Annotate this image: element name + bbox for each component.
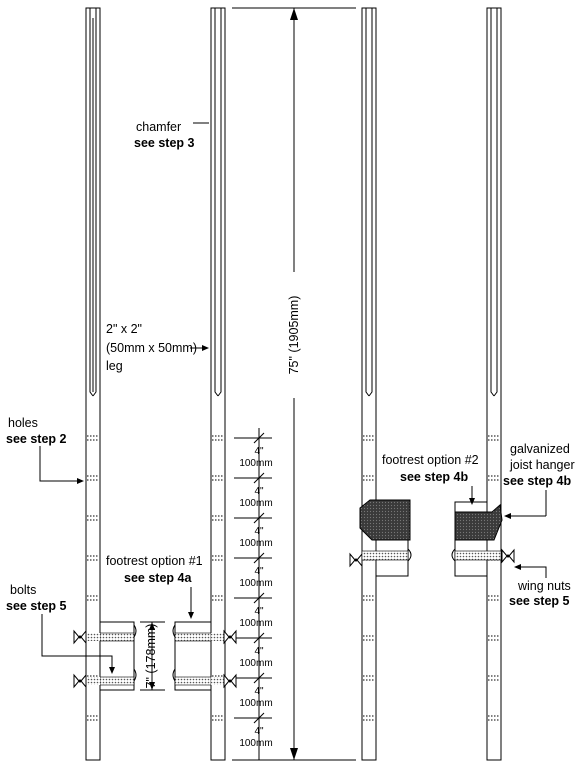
bolts-label: bolts [10,583,36,597]
spacing-metric-label: 100mm [239,538,272,549]
footrest-1-step-label: see step 4a [124,571,192,585]
spacing-metric-label: 100mm [239,658,272,669]
wing-nut-icon [501,548,515,564]
spacing-tick-slash [253,592,265,604]
chamfer-label: chamfer [136,120,181,134]
leg-1 [85,7,101,761]
leg-metric-label: (50mm x 50mm) [106,341,197,355]
holes-label: holes [8,416,38,430]
wing-nut-icon [223,629,237,645]
wing-nuts-label: wing nuts [517,579,571,593]
wing-nut-icons [73,548,515,689]
callout-leaders [39,122,547,674]
spacing-metric-label: 100mm [239,698,272,709]
hanger-label-line-2: joist hanger [509,458,575,472]
spacing-metric-label: 100mm [239,578,272,589]
spacing-tick-slash [253,672,265,684]
spacing-imperial-label: 4" [254,566,264,577]
wing-nut-icon [73,673,87,689]
spacing-tick-slash [253,472,265,484]
spacing-tick-slash [253,632,265,644]
hole-spacing-dimensions: 4"100mm4"100mm4"100mm4"100mm4"100mm4"100… [234,428,273,760]
spacing-imperial-label: 4" [254,446,264,457]
spacing-metric-label: 100mm [239,738,272,749]
footrest-height-label: 7" (178mm) [144,624,158,689]
wing-nuts-step-label: see step 5 [509,594,570,608]
spacing-imperial-label: 4" [254,526,264,537]
spacing-imperial-label: 4" [254,726,264,737]
leg-size-label: 2" x 2" [106,322,142,336]
hanger-step-label: see step 4b [503,474,571,488]
leg-2 [210,7,226,761]
wing-nut-icon [73,629,87,645]
footrest-1-label: footrest option #1 [106,554,203,568]
spacing-tick-slash [253,512,265,524]
spacing-tick-slash [253,552,265,564]
footrest-option-2 [359,499,503,577]
total-length-label: 75" (1905mm) [287,296,301,375]
spacing-imperial-label: 4" [254,646,264,657]
hanger-label-line-1: galvanized [510,442,570,456]
chamfer-step-label: see step 3 [134,136,195,150]
leg-word-label: leg [106,359,123,373]
spacing-imperial-label: 4" [254,686,264,697]
leg-4 [486,7,502,761]
wing-nut-icon [349,552,363,568]
spacing-tick-slash [253,712,265,724]
total-length-dimension: 75" (1905mm) [232,7,356,761]
wing-nut-icon [223,673,237,689]
spacing-metric-label: 100mm [239,498,272,509]
footrest-2-label: footrest option #2 [382,453,479,467]
holes-step-label: see step 2 [6,432,67,446]
leg-3 [361,7,377,761]
spacing-metric-label: 100mm [239,618,272,629]
bolts-step-label: see step 5 [6,599,67,613]
spacing-imperial-label: 4" [254,606,264,617]
spacing-metric-label: 100mm [239,458,272,469]
spacing-tick-slash [253,432,265,444]
footrest-2-step-label: see step 4b [400,470,468,484]
spacing-imperial-label: 4" [254,486,264,497]
